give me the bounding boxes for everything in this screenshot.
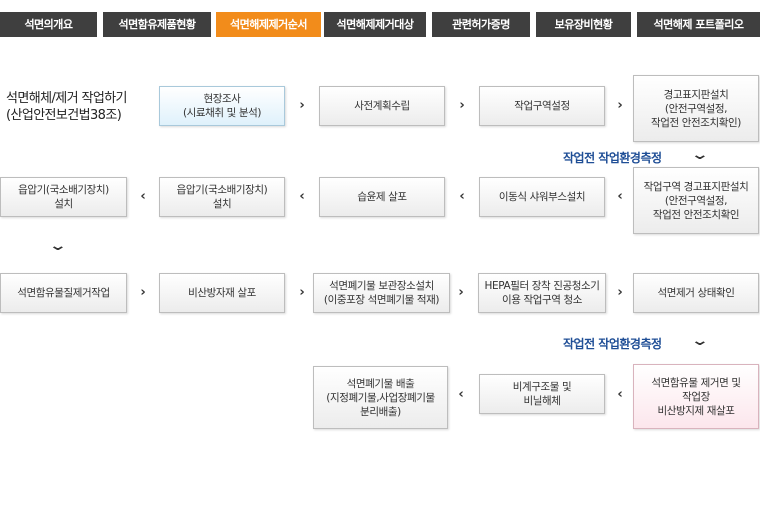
step-mobile-shower-install: 이동식 샤워부스설치 (479, 177, 605, 217)
tab-removal-procedure[interactable]: 석면해제제거순서 (216, 12, 321, 37)
left-arrow-icon: ‹ (140, 189, 146, 204)
pre-work-environment-measurement-label: 작업전 작업환경측정 (563, 151, 662, 165)
step-negative-pressure-unit-install-final: 읍압기(국소배기장치) 설치 (0, 177, 127, 217)
step-warning-sign-install: 경고표지판설치 (안전구역설정, 작업전 안전조치확인) (633, 75, 759, 142)
pre-work-environment-measurement-label: 작업전 작업환경측정 (563, 337, 662, 351)
right-arrow-icon: › (459, 98, 465, 113)
step-site-survey: 현장조사 (시료채취 및 분석) (159, 86, 285, 126)
step-removal-status-check: 석면제거 상태확인 (633, 273, 759, 313)
step-anti-scatter-respray: 석면함유물 제거면 및 작업장 비산방지제 재살포 (633, 364, 759, 429)
tab-asbestos-products[interactable]: 석면함유제품현황 (103, 12, 211, 37)
right-arrow-icon: › (458, 285, 464, 300)
left-arrow-icon: ‹ (617, 387, 623, 402)
right-arrow-icon: › (617, 285, 623, 300)
tab-overview[interactable]: 석면의개요 (0, 12, 97, 37)
right-arrow-icon: › (140, 285, 146, 300)
chevron-down-icon: ⌄ (48, 238, 68, 254)
step-work-zone-setup: 작업구역설정 (479, 86, 605, 126)
step-anti-scatter-spray: 비산방자재 살포 (159, 273, 285, 313)
step-negative-pressure-unit-install: 읍압기(국소배기장치) 설치 (159, 177, 285, 217)
tab-equipment[interactable]: 보유장비현황 (536, 12, 631, 37)
left-arrow-icon: ‹ (459, 189, 465, 204)
step-wetting-agent-spray: 습윤제 살포 (319, 177, 445, 217)
step-waste-discharge: 석면폐기물 배출 (지정폐기물,사업장폐기물 분리배출) (313, 366, 448, 429)
tab-bar: 석면의개요 석면함유제품현황 석면해제제거순서 석면해제제거대상 관련허가증명 … (0, 12, 760, 37)
left-arrow-icon: ‹ (617, 189, 623, 204)
chevron-down-icon: ⌄ (690, 333, 710, 349)
step-scaffold-vinyl-dismantle: 비계구조물 및 비닐해체 (479, 374, 605, 414)
step-waste-storage-install: 석면폐기물 보관장소설치 (이중포장 석면폐기물 적재) (313, 273, 450, 313)
procedure-start-title: 석면해체/제거 작업하기 (산업안전보건법38조) (6, 91, 128, 123)
step-asbestos-removal-work: 석면함유물질제거작업 (0, 273, 127, 313)
chevron-down-icon: ⌄ (690, 147, 710, 163)
left-arrow-icon: ‹ (299, 189, 305, 204)
step-hepa-vacuum-cleaning: HEPA필터 장착 진공청소기 이용 작업구역 청소 (478, 273, 606, 313)
step-work-zone-warning-sign: 작업구역 경고표지판설치 (안전구역설정, 작업전 안전조치확인 (633, 167, 759, 234)
left-arrow-icon: ‹ (458, 387, 464, 402)
step-pre-planning: 사전계획수립 (319, 86, 445, 126)
tab-removal-targets[interactable]: 석면해제제거대상 (324, 12, 426, 37)
right-arrow-icon: › (299, 285, 305, 300)
tab-portfolio[interactable]: 석면해제 포트폴리오 (637, 12, 760, 37)
right-arrow-icon: › (299, 98, 305, 113)
tab-permits[interactable]: 관련허가증명 (432, 12, 530, 37)
right-arrow-icon: › (617, 98, 623, 113)
